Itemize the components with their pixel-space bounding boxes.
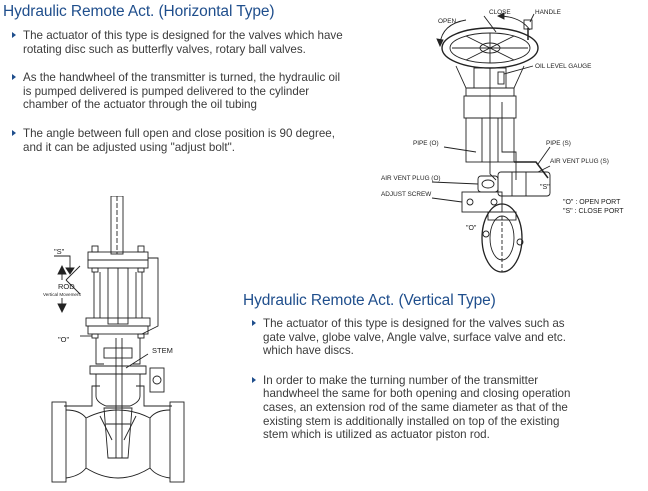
rod-label: ROD (58, 282, 75, 291)
vertical-bullet-2: In order to make the turning number of t… (250, 374, 570, 442)
o-port-mark: "O" (466, 225, 477, 232)
s-port-mark: "S" (540, 184, 550, 191)
horizontal-actuator-diagram: OPEN CLOSE HANDLE OIL LEVEL GAUGE PIPE (… (381, 9, 624, 273)
pipe-s-label: PIPE (S) (546, 140, 571, 147)
bullet-arrow-icon (12, 74, 16, 81)
open-label: OPEN (438, 18, 456, 25)
oil-level-gauge-label: OIL LEVEL GAUGE (535, 63, 591, 70)
horizontal-bullet-1: The actuator of this type is designed fo… (10, 29, 343, 56)
air-vent-plug-o-label: AIR VENT PLUG (O) (381, 175, 441, 182)
o-port-mark: "O" (58, 335, 69, 344)
vertical-bullet-1: The actuator of this type is designed fo… (250, 317, 570, 358)
bullet-arrow-icon (12, 32, 16, 38)
legend-close-port: "S" : CLOSE PORT (563, 208, 624, 215)
horizontal-type-title: Hydraulic Remote Act. (Horizontal Type) (3, 3, 275, 20)
vertical-bullet-list: The actuator of this type is designed fo… (250, 317, 570, 450)
s-port-mark: "S" (54, 247, 65, 256)
close-label: CLOSE (489, 9, 511, 16)
adjust-screw-label: ADJUST SCREW (381, 191, 432, 198)
handle-label: HANDLE (535, 9, 561, 16)
bullet-arrow-icon (252, 376, 256, 383)
air-vent-plug-s-label: AIR VENT PLUG (S) (550, 158, 609, 165)
pipe-o-label: PIPE (O) (413, 140, 439, 147)
horizontal-bullet-3: The angle between full open and close po… (10, 127, 343, 154)
vertical-type-title: Hydraulic Remote Act. (Vertical Type) (243, 292, 496, 309)
vertical-actuator-diagram: "S" "O" ROD Vertical Movement STEM (43, 196, 185, 483)
bullet-arrow-icon (252, 320, 256, 326)
horizontal-bullet-2: As the handwheel of the transmitter is t… (10, 71, 343, 112)
vertical-movement-label: Vertical Movement (43, 292, 82, 297)
horizontal-bullet-list: The actuator of this type is designed fo… (10, 29, 343, 162)
stem-label: STEM (152, 346, 173, 355)
bullet-arrow-icon (12, 129, 16, 136)
actuator-cylinder-shape (481, 179, 495, 189)
legend-open-port: "O" : OPEN PORT (563, 199, 621, 206)
